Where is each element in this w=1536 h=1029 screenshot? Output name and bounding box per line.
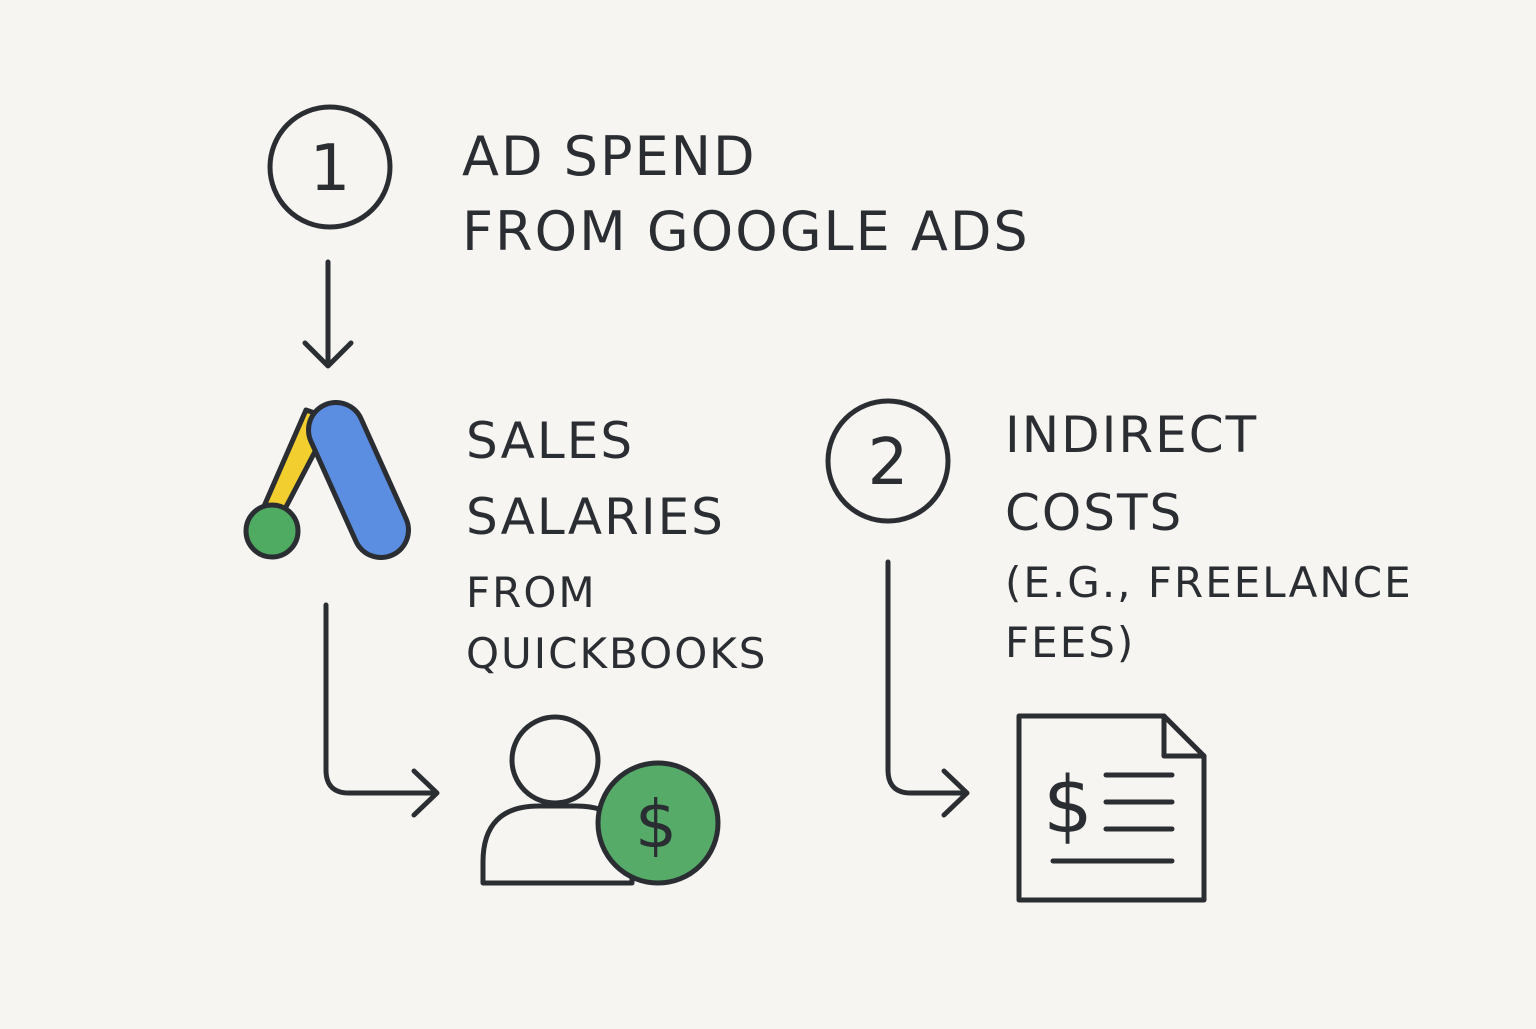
step-2-number: 2 [868,426,909,500]
dollar-coin [595,760,721,886]
step-1-badge: 1 [267,104,393,230]
sales-salaries-label: SALES SALARIES FROM QUICKBOOKS [466,412,767,678]
arrow-ads-to-salary [323,602,440,818]
document-outline [1016,713,1207,903]
document-fold [1161,713,1207,759]
indirect-line3: (E.G., FREELANCE [1005,558,1413,607]
sales-line3: FROM [466,568,597,617]
sales-line4: QUICKBOOKS [466,629,767,678]
indirect-line1: INDIRECT [1005,406,1258,464]
arrow-step1-to-ads [302,259,354,369]
sales-line2: SALARIES [466,488,725,546]
indirect-costs-label: INDIRECT COSTS (E.G., FREELANCE FEES) [1005,406,1413,667]
arrow-head [411,768,440,818]
ads-green-dot [243,502,301,560]
sales-line1: SALES [466,412,634,470]
indirect-line2: COSTS [1005,484,1183,542]
dollar-document-icon: $ [1016,713,1207,903]
step-1-circle [267,104,393,230]
document-dollar-sign: $ [1043,761,1093,851]
arrow-head [302,340,354,369]
arrow-shaft [323,602,439,796]
person-head [509,714,601,806]
coin-dollar-sign: $ [635,786,677,863]
person-with-dollar-coin-icon: $ [480,714,721,886]
indirect-line4: FEES) [1005,618,1135,667]
ad-spend-label: AD SPEND FROM GOOGLE ADS [462,125,1030,263]
step-2-circle [825,398,951,524]
arrow-shaft [885,559,969,796]
google-ads-logo [243,400,411,560]
ad-spend-line2: FROM GOOGLE ADS [462,200,1030,263]
step-2-badge: 2 [825,398,951,524]
ads-blue-bar [311,405,406,555]
arrow-step2-to-invoice [885,559,970,818]
step-1-number: 1 [310,132,351,206]
ad-spend-line1: AD SPEND [462,125,757,188]
arrow-head [941,768,970,818]
